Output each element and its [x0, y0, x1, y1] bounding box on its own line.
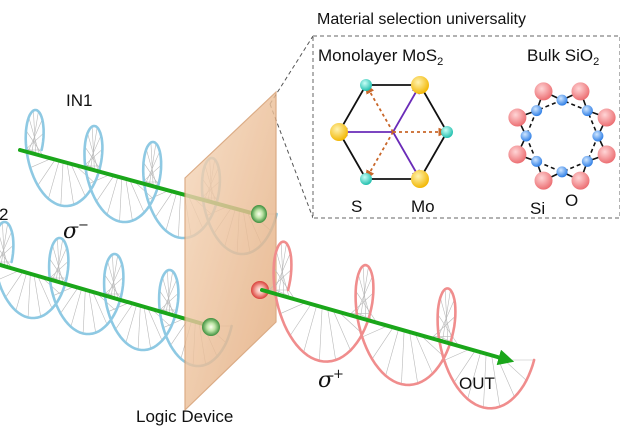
sigma-plus-label: σ+: [318, 367, 344, 393]
si-atom: [571, 171, 590, 190]
o-atom: [531, 105, 543, 117]
sigma-plus-symbol: σ: [318, 368, 334, 393]
sio2-lattice: [508, 82, 616, 190]
si-atom: [597, 145, 616, 164]
zoom-callout-lines: [269, 35, 314, 219]
in1-label: IN1: [66, 91, 93, 110]
inset-panel: [312, 35, 620, 219]
s-atom: [360, 173, 372, 185]
s-atom: [441, 126, 453, 138]
output-beam: [260, 240, 536, 410]
si-atom: [597, 108, 616, 127]
sigma-minus-symbol: σ: [63, 219, 79, 244]
mo-atom-label: Mo: [411, 197, 435, 216]
sio2-title: Bulk SiO2: [527, 46, 599, 68]
sigma-minus-label: σ−: [63, 218, 89, 244]
o-atom-label: O: [565, 191, 579, 210]
o-atom: [581, 155, 593, 167]
o-atom: [520, 130, 532, 142]
beam-spot-in2: [202, 318, 220, 336]
si-atom: [534, 171, 553, 190]
s-atom: [360, 79, 372, 91]
inset-title-text: Material selection universality: [317, 11, 526, 28]
o-atom: [556, 166, 568, 178]
o-atom: [531, 155, 543, 167]
si-atom: [534, 82, 553, 101]
o-atom: [592, 130, 604, 142]
si-atom-label: Si: [530, 199, 546, 218]
out-label: OUT: [459, 374, 495, 393]
s-atom-label: S: [351, 197, 363, 216]
mos2-title: Monolayer MoS2: [318, 46, 443, 68]
mos2-title-text: Monolayer MoS: [318, 46, 438, 65]
mo-atom: [411, 76, 429, 94]
beam-spot-in1: [251, 205, 267, 223]
logic-device-plate: [184, 90, 277, 412]
sio2-title-text: Bulk SiO: [527, 46, 594, 65]
mos2-lattice: [330, 76, 453, 188]
helix-curve: [272, 240, 536, 410]
beam-axis-arrow: [260, 288, 515, 366]
si-atom: [508, 108, 527, 127]
logic-device-label: Logic Device: [136, 407, 234, 426]
sio2-title-subscript: 2: [593, 56, 600, 68]
mo-atom: [411, 170, 429, 188]
o-atom: [556, 94, 568, 106]
in2-label: IN2: [0, 205, 9, 224]
sigma-plus-sign: +: [333, 367, 344, 382]
o-atom: [581, 105, 593, 117]
si-atom: [571, 82, 590, 101]
helix-curve: [0, 220, 233, 368]
sigma-minus-sign: −: [78, 218, 89, 233]
inset-title: Material selection universality: [317, 12, 526, 28]
si-atom: [508, 145, 527, 164]
beam-axis-arrow: [0, 262, 212, 328]
mos2-title-subscript: 2: [437, 56, 444, 68]
mo-atom: [330, 123, 348, 141]
